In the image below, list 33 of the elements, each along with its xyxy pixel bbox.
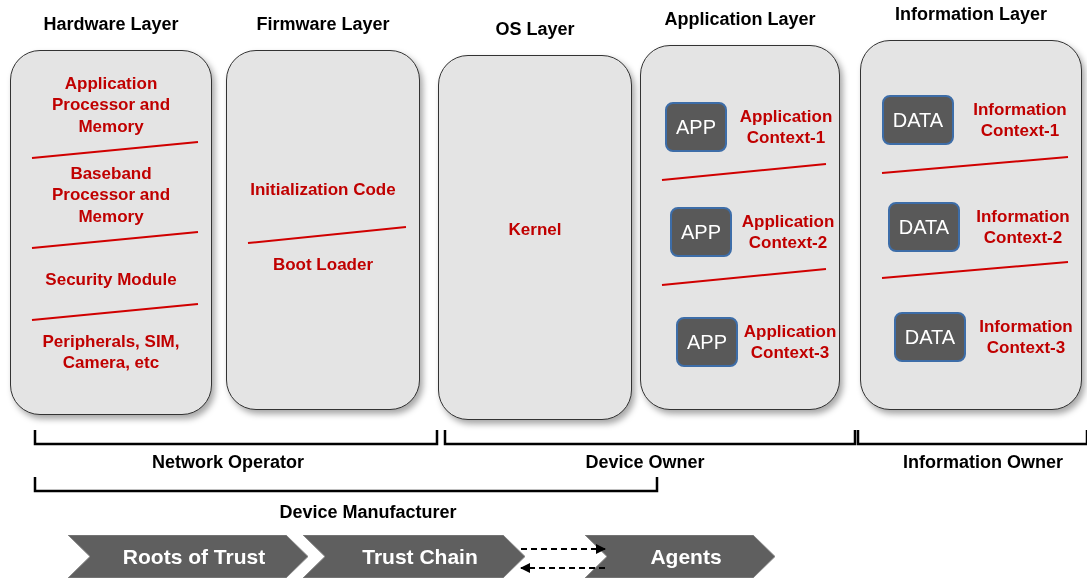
stakeholder-label: Device Manufacturer: [279, 502, 457, 523]
context-label: Application Context-2: [740, 210, 836, 254]
layer-title: OS Layer: [495, 19, 575, 40]
section-label: Initialization Code: [249, 179, 397, 201]
dashed-arrow: [520, 563, 606, 573]
section-label: Boot Loader: [271, 254, 375, 276]
context-label: Application Context-3: [743, 320, 837, 364]
section-label: Kernel: [507, 219, 563, 241]
section-label: Application Processor and Memory: [50, 73, 172, 137]
context-label: Application Context-1: [738, 105, 834, 149]
context-label: Information Context-3: [978, 315, 1074, 359]
content-box: APP: [676, 317, 738, 367]
process-chevron: Roots of Trust: [68, 535, 308, 578]
section-label: Security Module: [44, 269, 178, 291]
content-box: DATA: [882, 95, 954, 145]
stakeholder-label: Device Owner: [585, 452, 705, 473]
context-label: Information Context-1: [972, 98, 1068, 142]
layer-title: Hardware Layer: [43, 14, 179, 35]
content-box: APP: [670, 207, 732, 257]
layer-title: Information Layer: [895, 4, 1047, 25]
section-label: Peripherals, SIM, Camera, etc: [41, 330, 181, 374]
context-label: Information Context-2: [975, 205, 1071, 249]
content-box: DATA: [894, 312, 966, 362]
layer-title: Application Layer: [664, 9, 816, 30]
stakeholder-label: Network Operator: [152, 452, 304, 473]
stakeholder-label: Information Owner: [903, 452, 1063, 473]
content-box: APP: [665, 102, 727, 152]
dashed-arrow: [520, 544, 606, 554]
content-box: DATA: [888, 202, 960, 252]
process-chevron: Trust Chain: [303, 535, 525, 578]
section-label: Baseband Processor and Memory: [50, 163, 172, 227]
layer-title: Firmware Layer: [256, 14, 390, 35]
process-chevron: Agents: [585, 535, 775, 578]
